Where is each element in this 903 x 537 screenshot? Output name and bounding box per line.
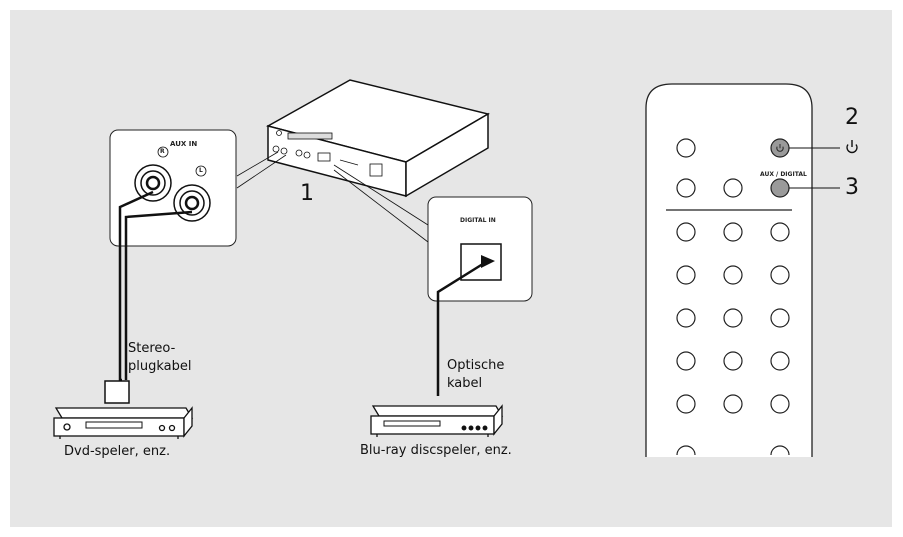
stereo-cable-label-line2: plugkabel — [128, 359, 192, 374]
aux-digital-label: AUX / DIGITAL — [760, 171, 807, 178]
main-unit-side — [405, 112, 489, 198]
optical-cable-label-line1: Optische — [447, 358, 505, 373]
digital-in-label: DIGITAL IN — [460, 217, 496, 224]
r-label: R — [160, 148, 165, 155]
dvd-player — [53, 406, 194, 439]
l-label: L — [199, 167, 203, 174]
bluray-player-label: Blu-ray discspeler, enz. — [360, 443, 512, 458]
step-2-number: 2 — [845, 105, 859, 130]
step-1-number: 1 — [300, 181, 314, 206]
power-icon — [846, 140, 858, 154]
optical-cable — [436, 260, 487, 396]
remote-control — [640, 83, 840, 467]
step-3-number: 3 — [845, 175, 859, 200]
l-marker — [195, 165, 207, 177]
aux-digital-button[interactable] — [770, 178, 790, 198]
main-unit — [266, 79, 490, 198]
stereo-cable — [104, 190, 193, 404]
aux-jack-l — [173, 184, 211, 222]
power-button-glyph — [776, 144, 784, 152]
aux-in-label: AUX IN — [170, 140, 198, 148]
stereo-cable-label-line1: Stereo- — [128, 341, 176, 356]
r-marker — [157, 146, 169, 158]
dvd-player-label: Dvd-speler, enz. — [64, 444, 171, 459]
aux-jack-r — [134, 164, 172, 202]
optical-cable-label-line2: kabel — [447, 376, 483, 391]
main-unit-rear-panel — [272, 130, 383, 177]
bluray-player — [370, 404, 504, 437]
aux-callout — [109, 129, 287, 247]
